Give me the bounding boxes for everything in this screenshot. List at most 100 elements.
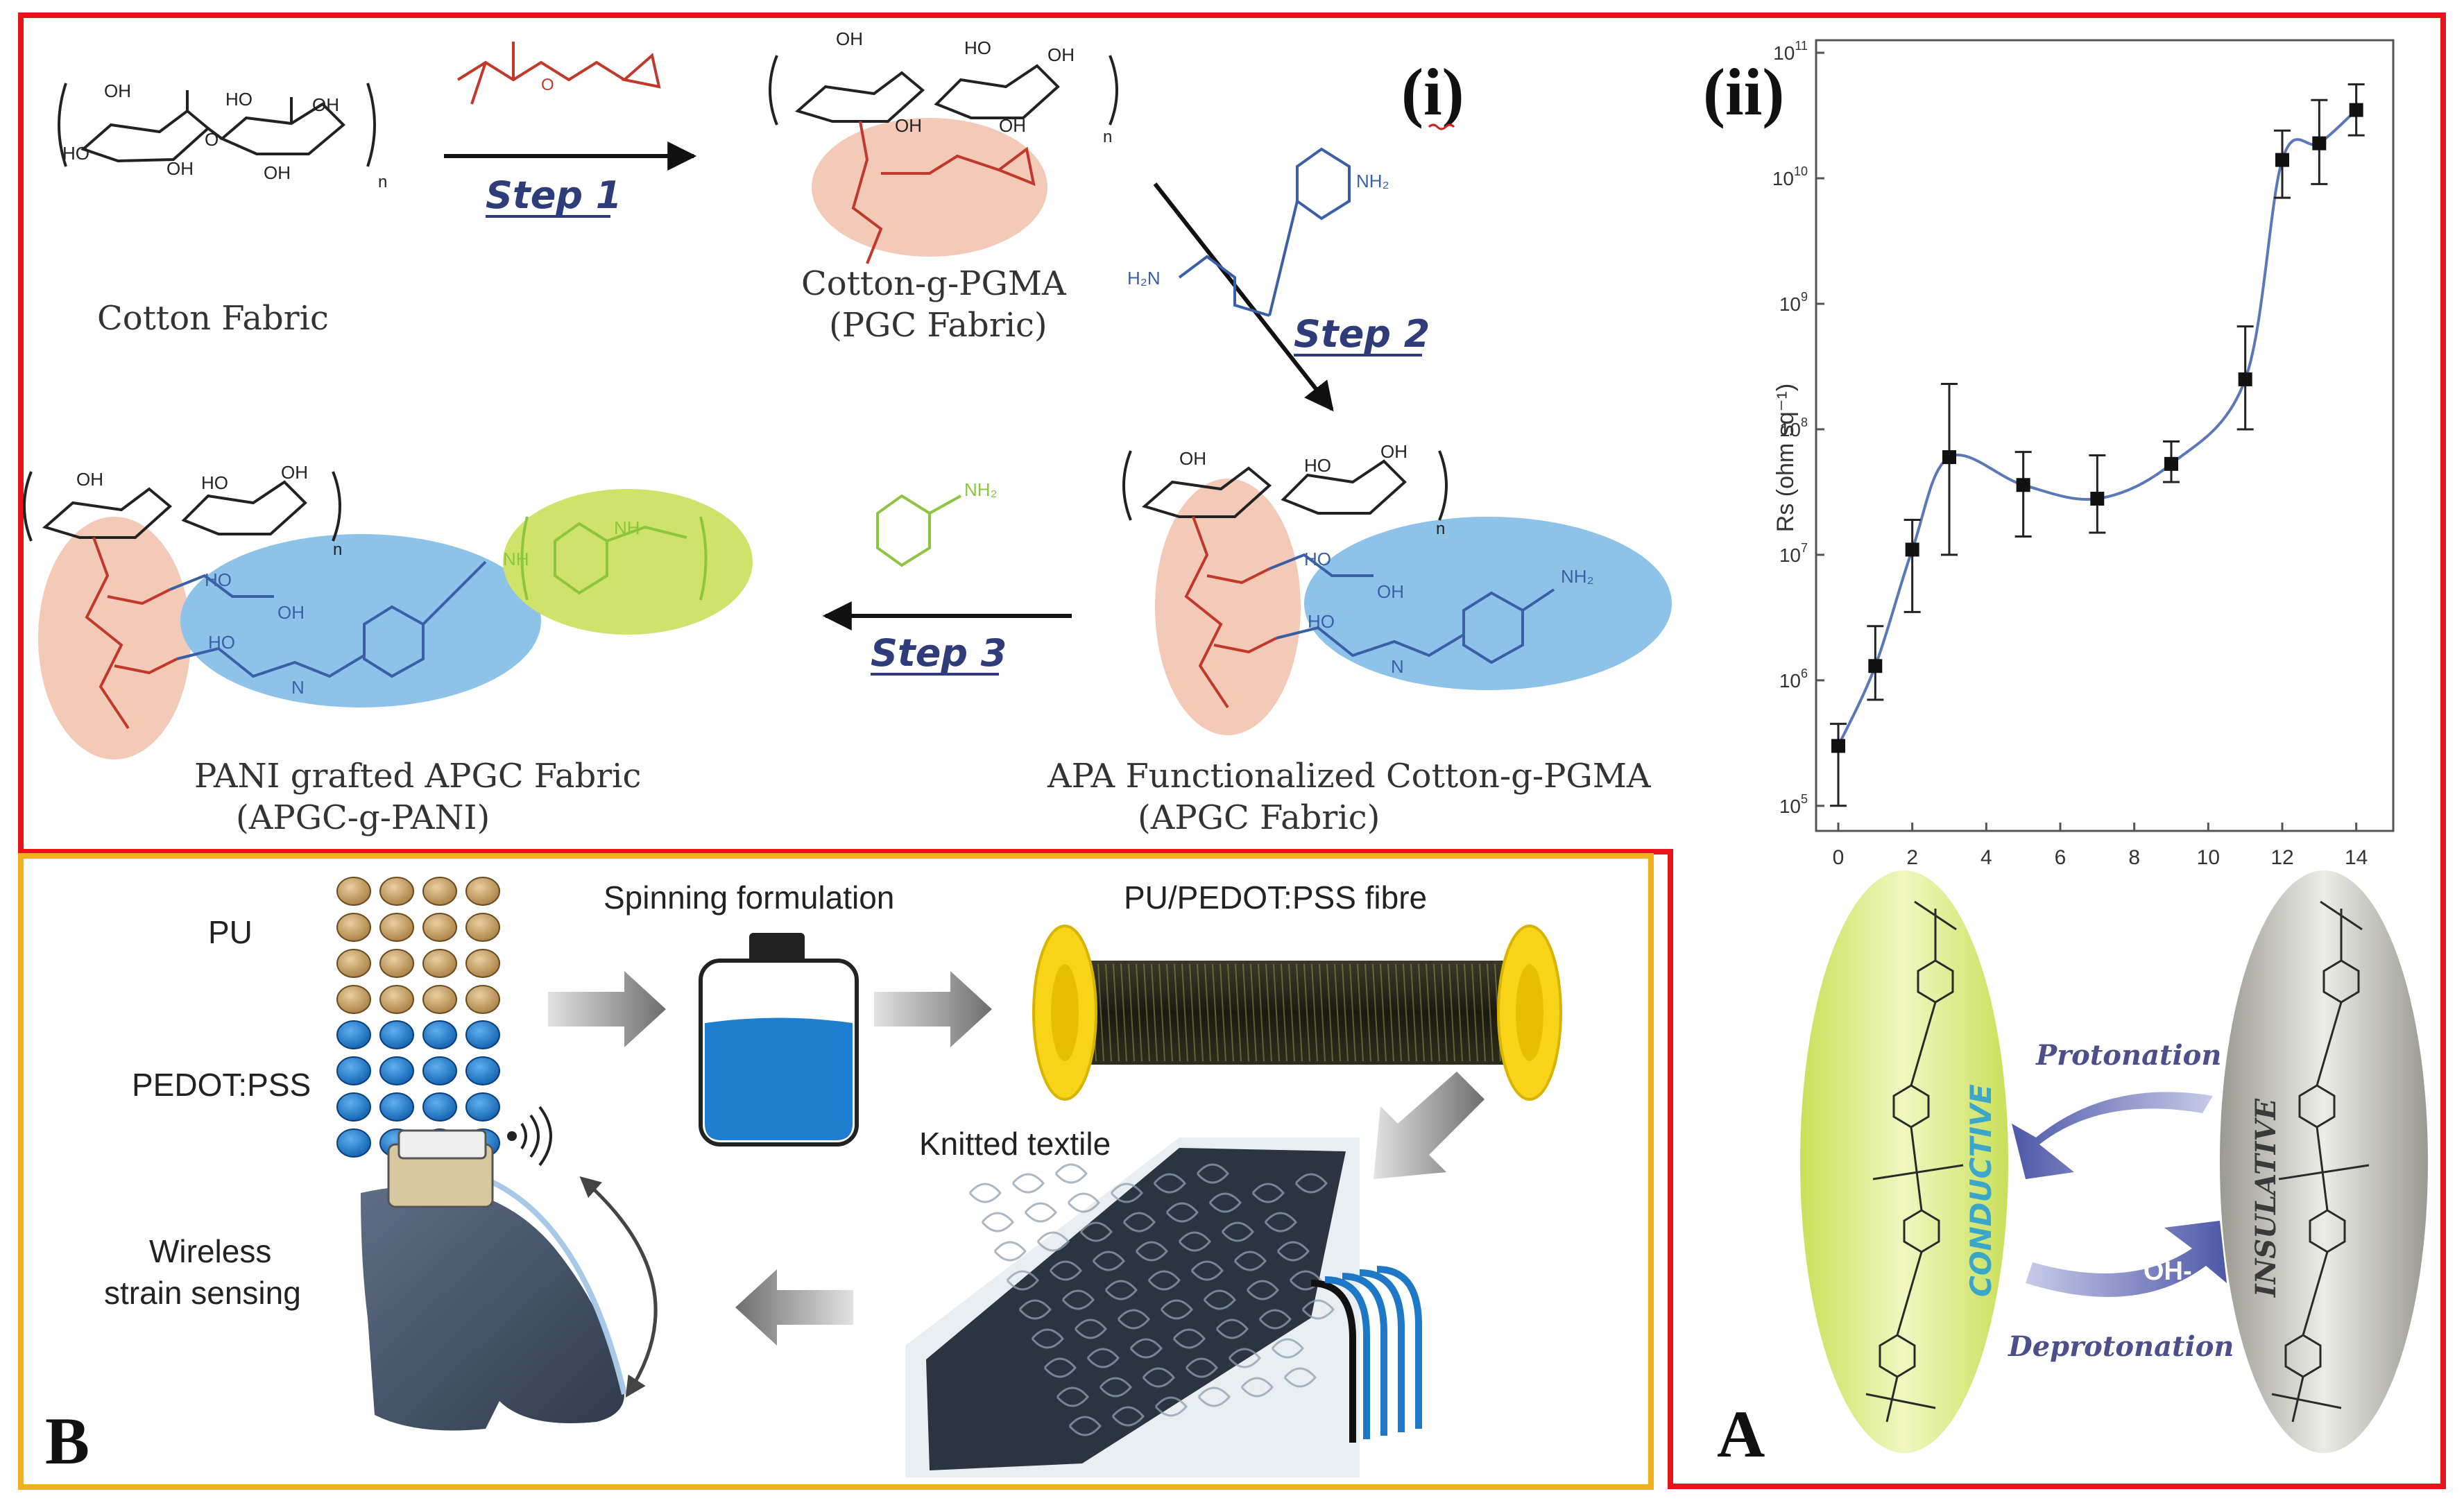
- chem-nh-label: NH: [614, 517, 640, 538]
- spool-thread: [1357, 963, 1364, 1062]
- y-tick-label: 109: [1779, 290, 1808, 315]
- pu-bead-grid: [336, 877, 500, 1014]
- part-ii-label: (ii): [1703, 55, 1784, 129]
- data-point: [1831, 739, 1845, 753]
- chem-ho-label: HO: [208, 632, 235, 653]
- apa-graft-structure: [1269, 553, 1555, 664]
- pu-bead: [465, 985, 500, 1014]
- pu-bead: [379, 949, 414, 978]
- spool-thread: [1456, 963, 1463, 1062]
- spool-thread: [1220, 963, 1226, 1062]
- y-tick-label: 107: [1779, 541, 1808, 566]
- chem-ho-label: HO: [225, 89, 253, 110]
- chem-o-label: O: [205, 129, 219, 150]
- knit-loop: [1203, 1289, 1236, 1310]
- pgma-highlight: [1155, 479, 1301, 735]
- pedot-bead: [336, 1056, 371, 1085]
- apgc-cellulose-structure: [1122, 450, 1448, 521]
- apgc-label-line2: (APGC Fabric): [1138, 798, 1380, 837]
- knit-yarn-icon: [1310, 1266, 1422, 1443]
- spool-thread: [1441, 963, 1448, 1062]
- wireless-label-line2: strain sensing: [104, 1275, 301, 1311]
- chem-n-label: n: [378, 173, 387, 191]
- pani-label-line2: (APGC-g-PANI): [236, 798, 490, 837]
- pgc-label-line1: Cotton-g-PGMA: [801, 264, 1067, 303]
- pu-bead: [422, 913, 457, 942]
- y-tick-label: 106: [1779, 667, 1808, 692]
- spool-thread: [1311, 963, 1318, 1062]
- gma-monomer-structure: [456, 42, 661, 105]
- panel-a-border: [18, 12, 2446, 1489]
- spool-thread: [1250, 963, 1257, 1062]
- knit-loop: [1122, 1212, 1156, 1233]
- y-tick-label: 108: [1779, 415, 1808, 440]
- pu-bead: [465, 949, 500, 978]
- pedot-bead: [336, 1020, 371, 1049]
- pedot-bead: [379, 1020, 414, 1049]
- chem-o-label: O: [541, 76, 554, 94]
- knit-loop: [1024, 1202, 1057, 1223]
- chem-h2n-label: H₂N: [1127, 268, 1161, 289]
- spool-thread: [1281, 963, 1287, 1062]
- process-arrow: [548, 971, 666, 1047]
- chem-ho-label: HO: [205, 569, 232, 590]
- x-tick-label: 8: [2128, 846, 2140, 869]
- knit-loop: [1215, 1319, 1249, 1339]
- pedot-bead: [336, 1092, 371, 1122]
- knit-loop: [981, 1212, 1014, 1233]
- pgma-highlight: [812, 118, 1047, 257]
- spool-thread: [1189, 963, 1196, 1062]
- spool-thread: [1258, 963, 1265, 1062]
- spool-thread: [1242, 963, 1249, 1062]
- data-point: [2090, 491, 2105, 506]
- pedot-bead: [422, 1092, 457, 1122]
- process-arrow: [874, 971, 992, 1047]
- step2-label: Step 2: [1294, 312, 1430, 356]
- chem-ho-label: HO: [964, 37, 991, 58]
- x-tick-label: 10: [2197, 846, 2220, 869]
- apgc-graft-structure: [1184, 516, 1277, 709]
- apa-highlight: [180, 534, 541, 707]
- spool-thread: [1426, 963, 1432, 1062]
- chem-ho-label: HO: [201, 472, 228, 493]
- chem-oh-label: OH: [277, 602, 305, 623]
- knit-loop: [1197, 1386, 1231, 1407]
- spool-thread: [1410, 963, 1417, 1062]
- y-tick-label: 105: [1779, 792, 1808, 817]
- apa-reagent-structure: [1178, 147, 1351, 317]
- spool-thread: [1380, 963, 1387, 1062]
- spool-thread: [1227, 963, 1234, 1062]
- chem-nh2-label: NH₂: [964, 479, 998, 500]
- pgma-graft-structure: [851, 121, 1036, 264]
- spool-thread: [1487, 963, 1494, 1062]
- pedot-pss-label: PEDOT:PSS: [132, 1067, 311, 1103]
- knit-loop: [1251, 1183, 1285, 1203]
- spool-thread: [1204, 963, 1211, 1062]
- chem-ho-label: HO: [62, 143, 89, 164]
- spool-thread: [1113, 963, 1120, 1062]
- chem-oh-label: OH: [1380, 441, 1408, 462]
- label-underline-squiggle: [1428, 123, 1455, 130]
- spool-thread: [1128, 963, 1135, 1062]
- spool-thread: [1326, 963, 1333, 1062]
- chart-fit-curve: [1837, 109, 2358, 747]
- knit-loop: [1054, 1163, 1088, 1184]
- insulative-label: INSULATIVE: [2250, 1098, 2282, 1298]
- panel-b-letter: B: [45, 1404, 89, 1478]
- spool-thread: [1372, 963, 1379, 1062]
- knit-loop: [1289, 1270, 1322, 1291]
- knit-loop: [1049, 1260, 1082, 1281]
- spool-thread: [1105, 963, 1112, 1062]
- spool-thread: [1136, 963, 1143, 1062]
- knit-loop: [1283, 1367, 1317, 1388]
- pani-highlight: [503, 489, 753, 635]
- spool-thread: [1364, 963, 1371, 1062]
- knit-loop: [1111, 1406, 1145, 1427]
- aniline-structure: [876, 494, 961, 567]
- spool-thread: [1181, 963, 1188, 1062]
- knit-loop: [1271, 1338, 1304, 1359]
- data-point: [2164, 456, 2178, 471]
- data-point: [2016, 478, 2030, 492]
- spool-thread: [1197, 963, 1204, 1062]
